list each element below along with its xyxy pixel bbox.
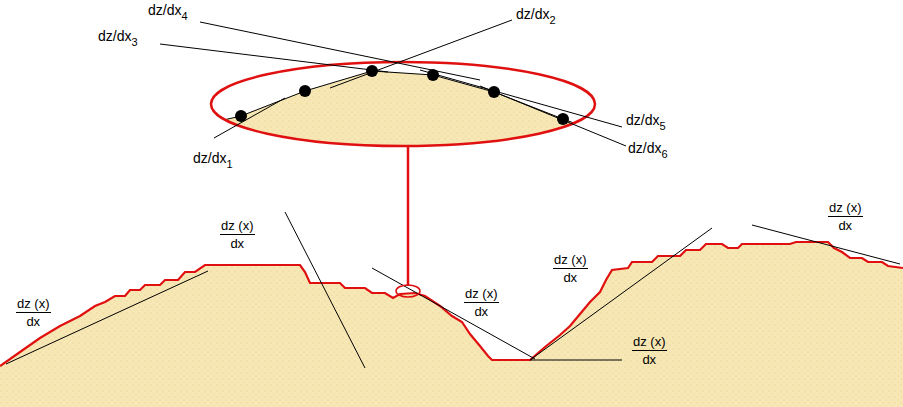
derivative-label: dz/dx3 — [98, 28, 138, 50]
derivative-label: dz/dx2 — [516, 6, 556, 28]
derivative-text: dz/dx — [193, 150, 226, 166]
derivative-label: dz/dx6 — [628, 140, 668, 162]
sample-points — [235, 65, 569, 125]
derivative-fraction: dz (x)dx — [464, 286, 499, 319]
tangent-lines — [6, 212, 900, 368]
derivative-label: dz/dx1 — [193, 150, 233, 172]
index-number: 4 — [181, 10, 187, 22]
derivative-text: dz/dx — [628, 140, 661, 156]
zoom-ellipse — [211, 62, 595, 146]
derivative-text: dz/dx — [626, 112, 659, 128]
numerator-text: dz (x) — [828, 200, 863, 217]
derivative-text: dz/dx — [148, 2, 181, 18]
index-number: 2 — [549, 14, 555, 26]
denominator-text: dx — [474, 303, 488, 319]
derivative-fraction: dz (x)dx — [828, 200, 863, 233]
index-number: 1 — [226, 158, 232, 170]
denominator-text: dx — [26, 313, 40, 329]
denominator-text: dx — [230, 235, 244, 251]
denominator-text: dx — [642, 351, 656, 367]
derivative-label: dz/dx4 — [148, 2, 188, 24]
derivative-text: dz/dx — [516, 6, 549, 22]
derivative-fraction: dz (x)dx — [220, 218, 255, 251]
index-number: 6 — [661, 148, 667, 160]
index-number: 5 — [659, 120, 665, 132]
terrain-outline — [0, 242, 903, 366]
index-number: 3 — [131, 36, 137, 48]
numerator-text: dz (x) — [220, 218, 255, 235]
derivative-fraction: dz (x)dx — [632, 334, 667, 367]
derivative-text: dz/dx — [98, 28, 131, 44]
zoom-tangent-lines — [160, 20, 626, 146]
numerator-text: dz (x) — [553, 252, 588, 269]
zoom-marker — [396, 285, 420, 297]
denominator-text: dx — [563, 269, 577, 285]
zoom-connector — [407, 146, 410, 286]
denominator-text: dx — [838, 217, 852, 233]
numerator-text: dz (x) — [632, 334, 667, 351]
terrain-fill — [0, 242, 903, 407]
derivative-label: dz/dx5 — [626, 112, 666, 134]
numerator-text: dz (x) — [16, 296, 51, 313]
numerator-text: dz (x) — [464, 286, 499, 303]
derivative-fraction: dz (x)dx — [553, 252, 588, 285]
derivative-fraction: dz (x)dx — [16, 296, 51, 329]
